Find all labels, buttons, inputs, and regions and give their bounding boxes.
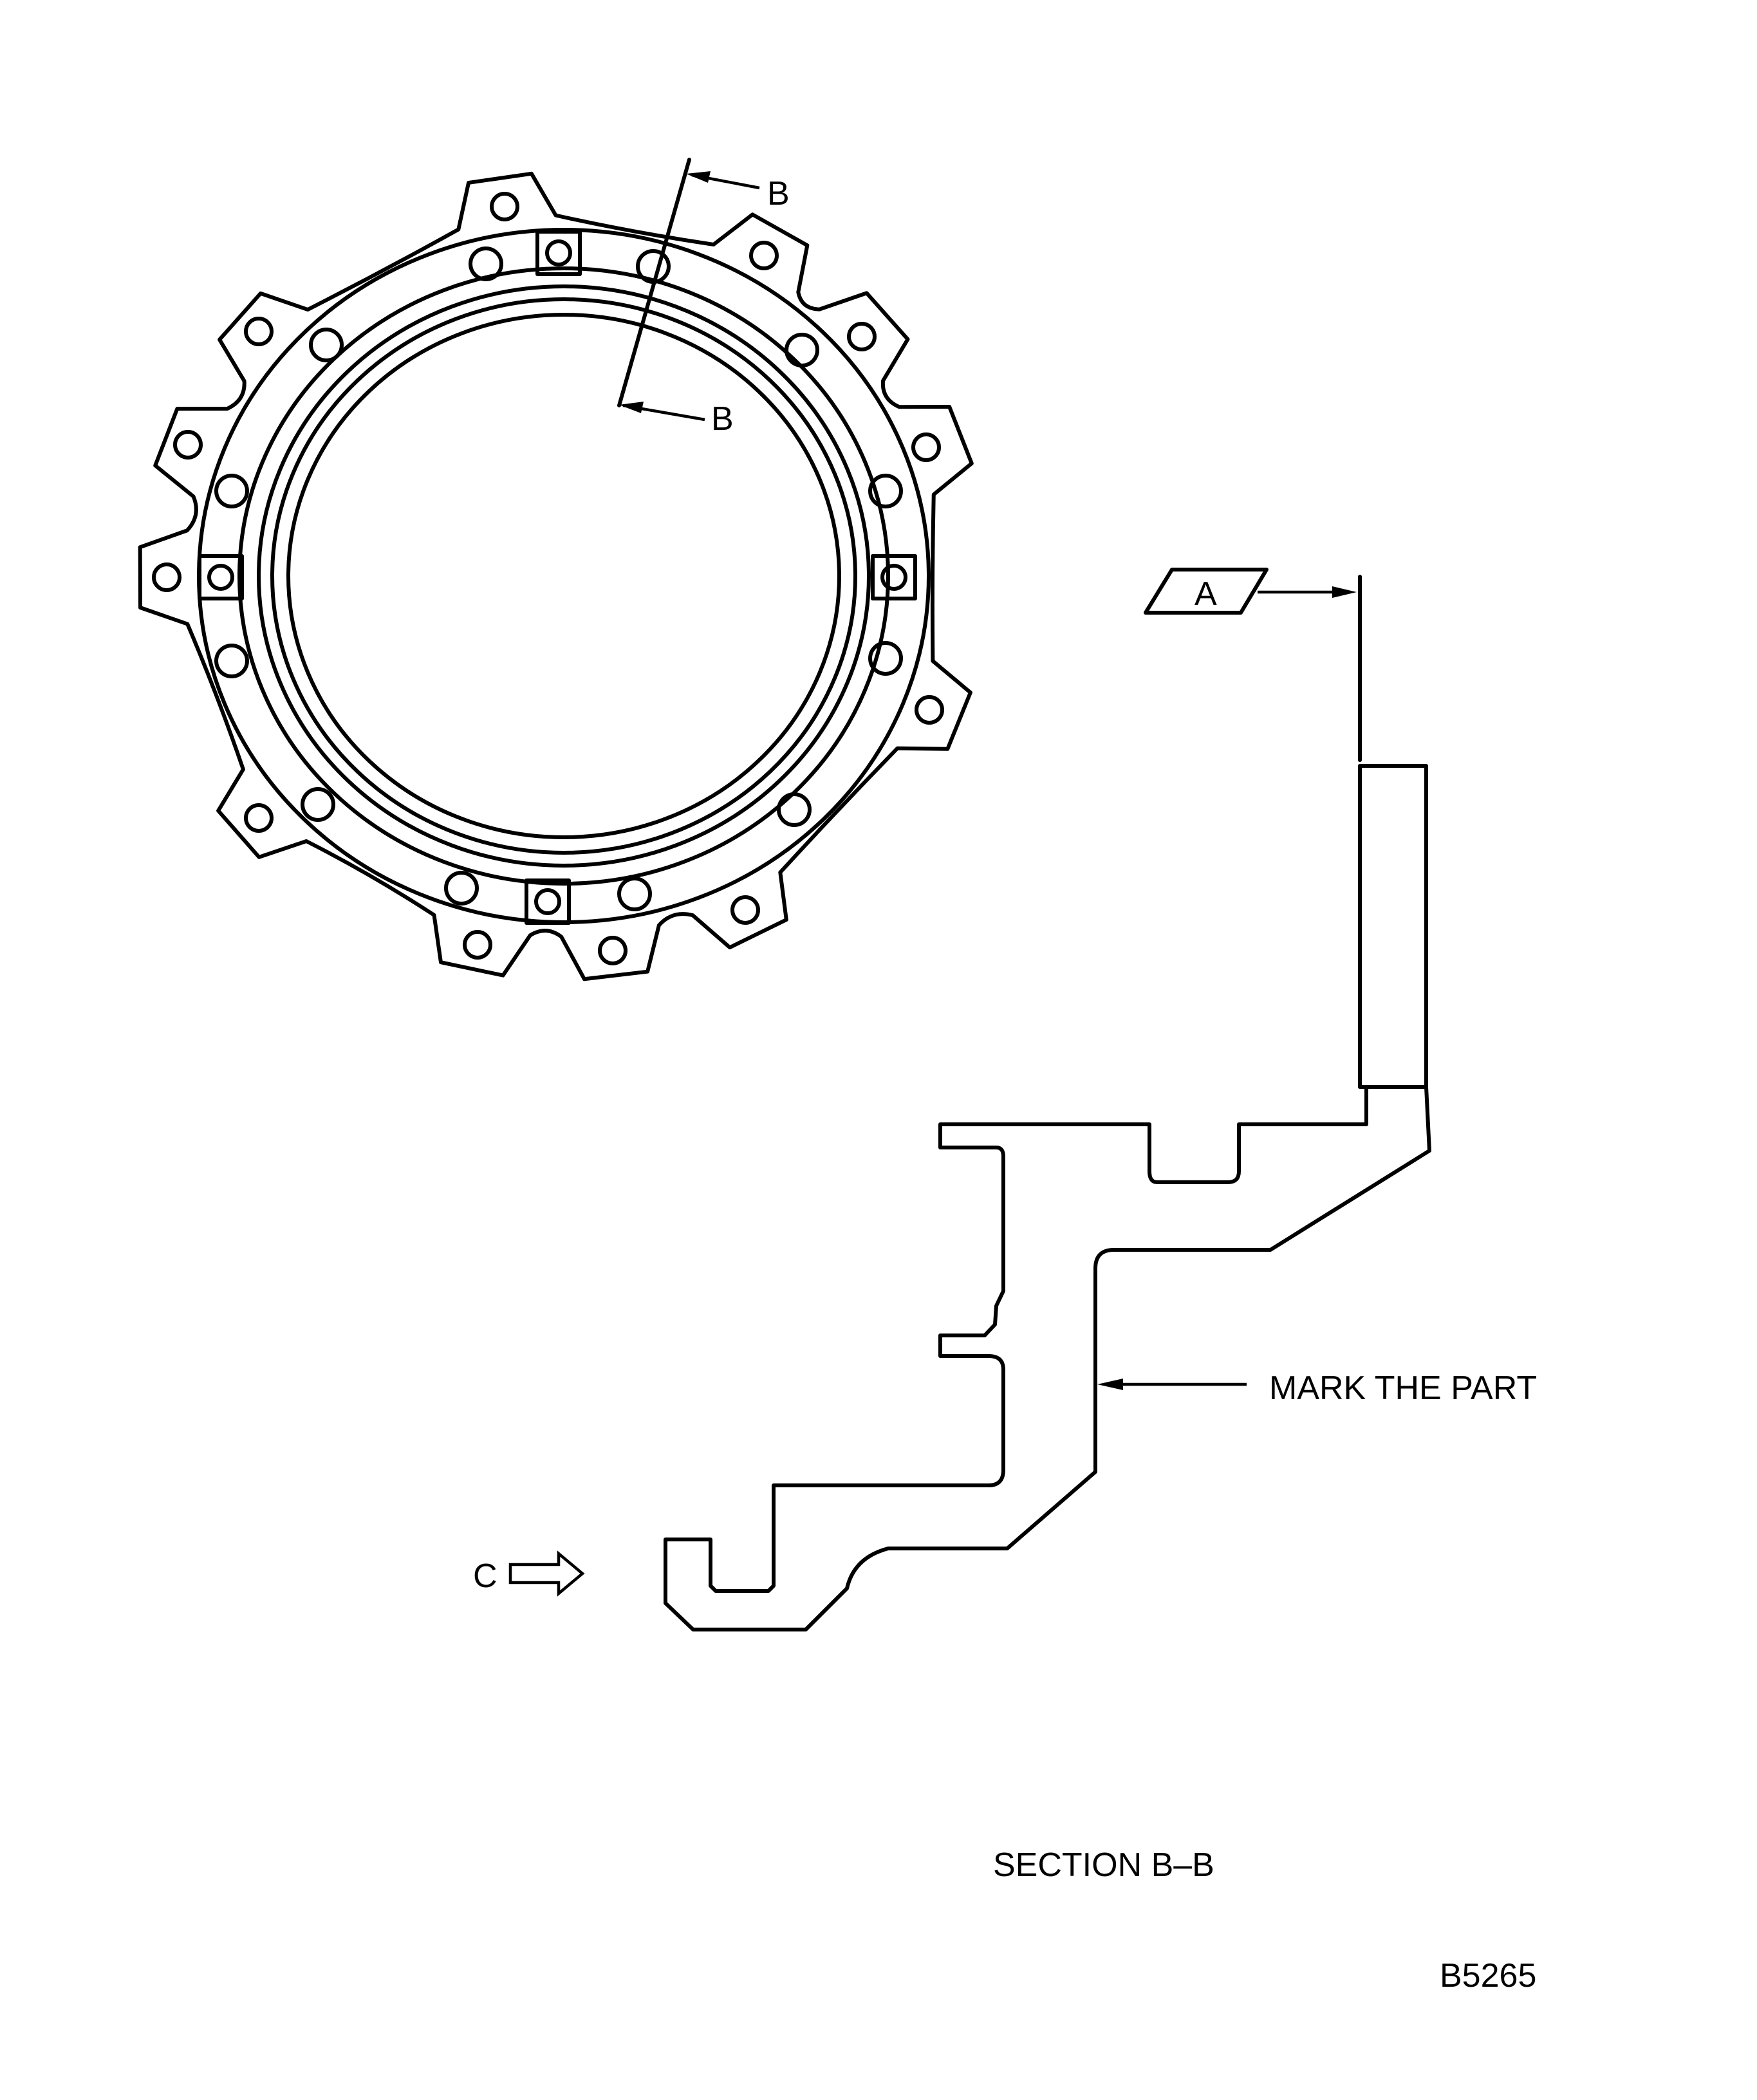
flange-bore-ring-2 xyxy=(270,297,857,855)
flange-bolt-ring-inner xyxy=(237,266,890,886)
section-body-outline xyxy=(664,1085,1431,1631)
ring-bolt-hole xyxy=(301,787,335,822)
tab-bolt-hole xyxy=(911,432,941,462)
flange-holes xyxy=(152,192,944,965)
dowel-pad xyxy=(198,554,244,600)
tab-bolt-hole xyxy=(598,936,628,965)
arrow-head-icon xyxy=(1332,586,1357,598)
flange-bore-ring-1 xyxy=(257,284,871,868)
tab-bolt-hole xyxy=(173,430,203,460)
section-b-b-profile xyxy=(664,764,1431,1631)
dowel-hole xyxy=(207,564,234,591)
dowel-hole xyxy=(534,888,561,915)
tab-bolt-hole xyxy=(244,317,274,346)
flange-outer-profile xyxy=(138,171,974,981)
ring-bolt-hole xyxy=(469,246,503,281)
ring-bolt-hole xyxy=(785,333,819,367)
ring-bolt-hole xyxy=(868,641,903,676)
tab-bolt-hole xyxy=(490,192,519,221)
view-c-indicator: C xyxy=(473,1550,585,1597)
ring-bolt-hole xyxy=(309,328,344,362)
dowel-pad xyxy=(535,230,582,276)
dowel-pad xyxy=(525,878,571,925)
dowel-hole xyxy=(545,239,572,266)
figure-id: B5265 xyxy=(1440,1957,1536,1994)
datum-label: A xyxy=(1195,575,1217,613)
dowel-hole xyxy=(880,564,907,591)
tab-bolt-hole xyxy=(749,241,779,270)
section-marker-top-label: B xyxy=(767,175,790,212)
flange-plan-view xyxy=(138,171,974,981)
ring-bolt-hole xyxy=(617,877,652,911)
tab-bolt-hole xyxy=(847,322,877,351)
section-top-flange xyxy=(1358,764,1428,1089)
view-arrow-label: C xyxy=(473,1557,497,1595)
tab-bolt-hole xyxy=(730,895,760,925)
ring-bolt-hole xyxy=(636,249,671,284)
section-title: SECTION B–B xyxy=(993,1846,1214,1884)
mark-callout-text: MARK THE PART xyxy=(1269,1370,1537,1407)
arrow-head-icon xyxy=(619,402,644,413)
arrow-head-icon xyxy=(1097,1379,1123,1390)
ring-bolt-hole xyxy=(777,792,812,827)
section-line-b-b: B B xyxy=(617,158,790,438)
tab-bolt-hole xyxy=(244,803,274,833)
tab-bolt-hole xyxy=(152,562,181,592)
datum-a-feature-control: A xyxy=(1144,568,1362,762)
ring-bolt-hole xyxy=(214,474,249,508)
dowel-pad xyxy=(871,554,917,600)
flange-bore-ring-3 xyxy=(286,313,841,839)
tab-bolt-hole xyxy=(915,695,944,725)
hollow-arrow-icon xyxy=(508,1550,585,1597)
ring-bolt-hole xyxy=(214,644,249,678)
arrow-head-icon xyxy=(686,171,711,183)
ring-bolt-hole xyxy=(868,474,903,508)
section-marker-bottom-label: B xyxy=(711,400,734,438)
mark-the-part-callout: MARK THE PART xyxy=(1097,1370,1537,1407)
tab-bolt-hole xyxy=(463,930,492,960)
ring-bolt-hole xyxy=(444,871,479,906)
